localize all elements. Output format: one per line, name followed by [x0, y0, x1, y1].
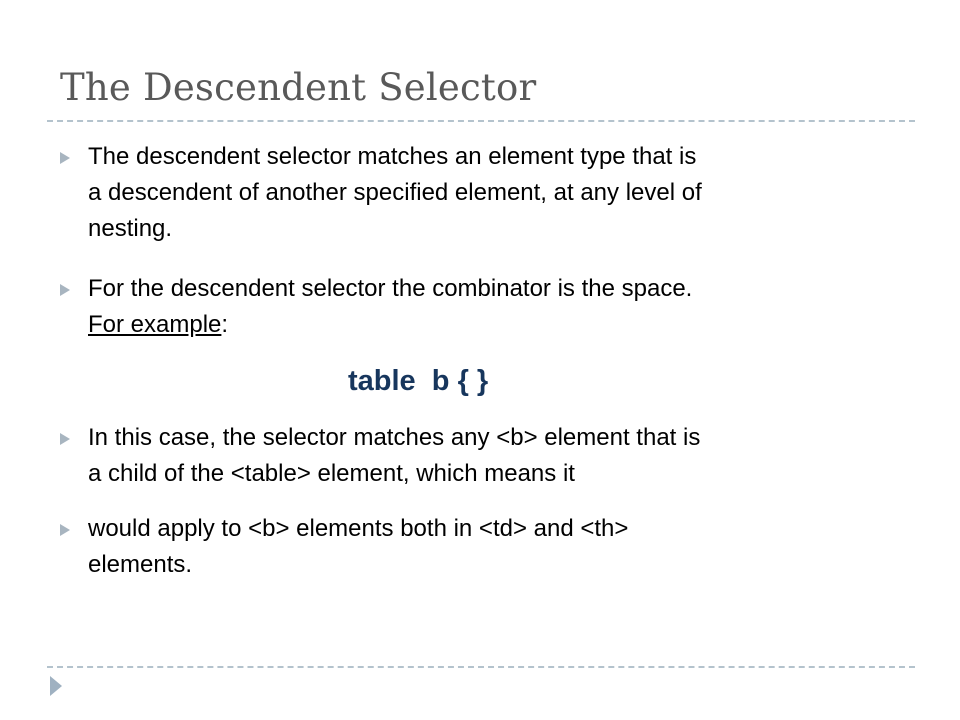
- bullet-text-3: In this case, the selector matches any <…: [88, 420, 918, 492]
- text-line: For the descendent selector the combinat…: [88, 275, 693, 302]
- bullet-text-2: For the descendent selector the combinat…: [88, 271, 918, 343]
- bottom-divider: [47, 666, 915, 668]
- bullet-arrow-icon: [60, 152, 72, 164]
- slide-title: The Descendent Selector: [60, 66, 537, 109]
- bullet-arrow-icon: [60, 284, 72, 296]
- bullet-arrow-icon: [60, 433, 72, 445]
- example-suffix: :: [221, 311, 229, 338]
- code-example: table b { }: [348, 365, 489, 397]
- text-line: elements.: [88, 551, 193, 578]
- text-line: For example:: [88, 307, 918, 343]
- text-line: The descendent selector matches an eleme…: [88, 143, 697, 170]
- text-line: would apply to <b> elements both in <td>…: [88, 515, 629, 542]
- bullet-text-1: The descendent selector matches an eleme…: [88, 139, 918, 247]
- example-link[interactable]: For example: [88, 311, 222, 338]
- bullet-text-4: would apply to <b> elements both in <td>…: [88, 511, 918, 583]
- corner-arrow-icon: [50, 676, 62, 696]
- text-line: a child of the <table> element, which me…: [88, 460, 575, 487]
- top-divider: [47, 120, 915, 122]
- bullet-arrow-icon: [60, 524, 72, 536]
- text-line: nesting.: [88, 215, 173, 242]
- text-line: a descendent of another specified elemen…: [88, 179, 702, 206]
- text-line: In this case, the selector matches any <…: [88, 424, 701, 451]
